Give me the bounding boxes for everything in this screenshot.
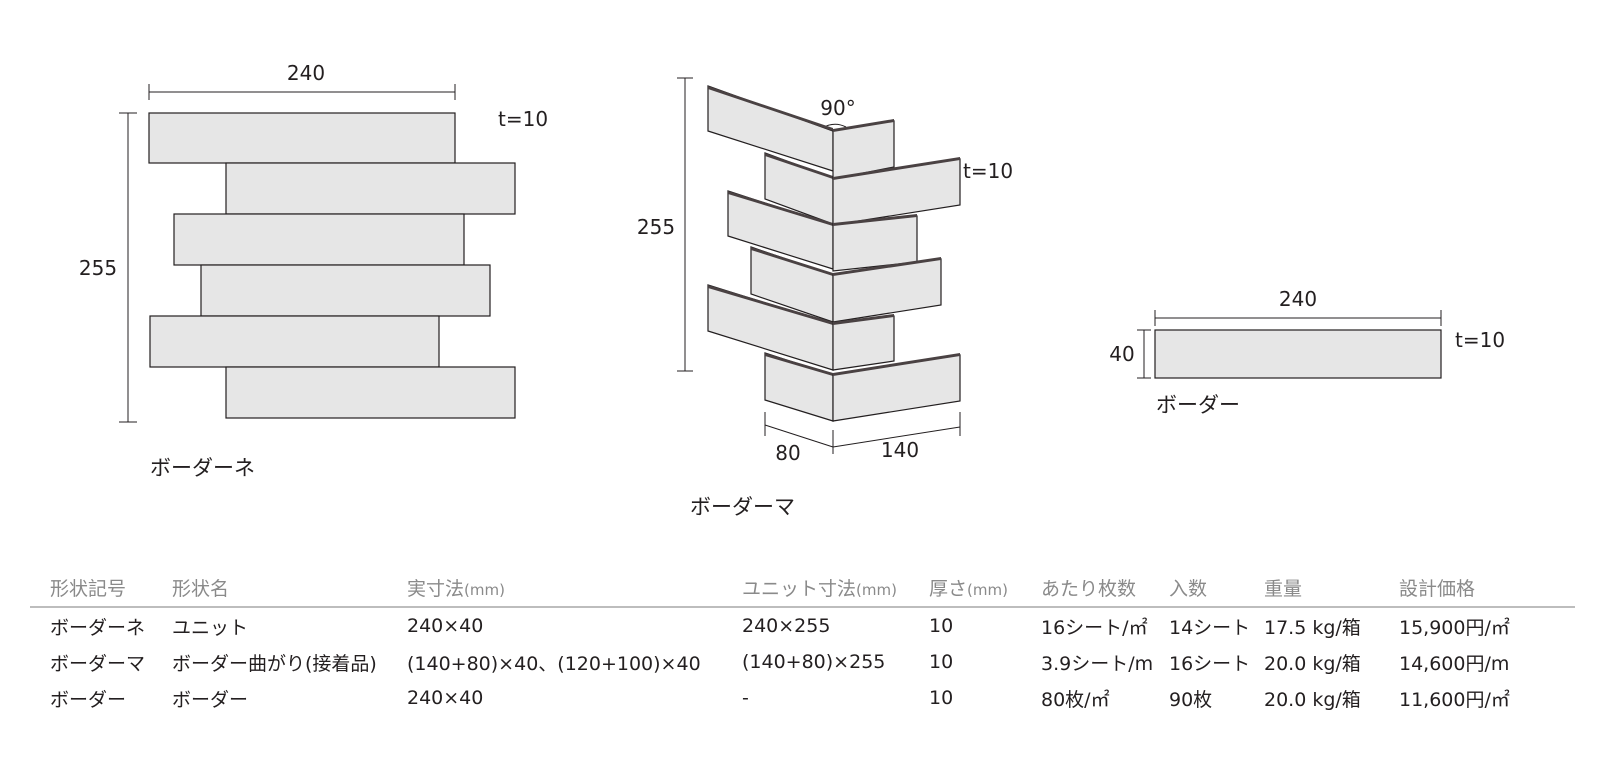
right-dimension-label: 140 — [881, 438, 919, 462]
figure-caption: ボーダーマ — [690, 495, 795, 519]
depth-dimension-line — [764, 424, 834, 448]
table-cell: ボーダー — [172, 688, 249, 711]
figure-caption: ボーダー — [1156, 393, 1240, 417]
header-shape-name: 形状名 — [172, 568, 407, 608]
table-row: ボーダー ボーダー 240×40 - 10 80枚/㎡ 90枚 20.0 kg/… — [30, 680, 1575, 716]
header-price: 設計価格 — [1399, 568, 1575, 608]
table-cell: 14シート — [1169, 616, 1251, 639]
table-cell: 240×40 — [407, 615, 484, 637]
table-cell: 16シート/㎡ — [1041, 616, 1148, 639]
table-cell: (140+80)×255 — [742, 651, 886, 673]
table-cell: 17.5 kg/箱 — [1264, 616, 1361, 639]
table-cell: 16シート — [1169, 652, 1251, 675]
angle-label: 90° — [820, 96, 855, 120]
table-cell: 20.0 kg/箱 — [1264, 688, 1361, 711]
figure-caption: ボーダーネ — [150, 456, 255, 480]
table-cell: 14,600円/m — [1399, 652, 1510, 675]
tile — [148, 112, 456, 164]
header-unit-size: ユニット寸法(mm) — [742, 568, 929, 608]
header-shape-code: 形状記号 — [30, 568, 172, 608]
figure-border: 240 40 t=10 ボーダー — [1109, 287, 1505, 417]
tile — [1154, 329, 1442, 379]
technical-drawings: 240 255 t=10 ボーダーネ 255 90° t=10 — [79, 61, 1505, 519]
table-cell: ボーダーマ — [50, 652, 146, 675]
figure-border-neko: 240 255 t=10 ボーダーネ — [79, 61, 548, 480]
table-cell: 3.9シート/m — [1041, 652, 1154, 675]
tile — [225, 162, 516, 215]
header-count-per-area: あたり枚数 — [1041, 568, 1169, 608]
table-cell: 10 — [929, 615, 954, 637]
table-cell: ボーダー曲がり(接着品) — [172, 652, 377, 675]
table-cell: 15,900円/㎡ — [1399, 616, 1510, 639]
tile — [200, 264, 491, 317]
table-cell: 10 — [929, 651, 954, 673]
table-row: ボーダーマ ボーダー曲がり(接着品) (140+80)×40、(120+100)… — [30, 644, 1575, 680]
right-face — [832, 315, 895, 371]
header-weight: 重量 — [1264, 568, 1399, 608]
table-row: ボーダーネ ユニット 240×40 240×255 10 16シート/㎡ 14シ… — [30, 607, 1575, 644]
table-cell: 10 — [929, 687, 954, 709]
table-cell: 240×255 — [742, 615, 831, 637]
tile — [225, 366, 516, 419]
table-cell: (140+80)×40、(120+100)×40 — [407, 652, 701, 675]
table-cell: ボーダーネ — [50, 616, 146, 639]
width-label: 240 — [1279, 287, 1317, 311]
table-cell: 80枚/㎡ — [1041, 688, 1110, 711]
table-cell: - — [742, 687, 749, 709]
table-cell: 90枚 — [1169, 688, 1213, 711]
header-thickness: 厚さ(mm) — [929, 568, 1041, 608]
left-dimension-label: 80 — [775, 441, 800, 465]
table-cell: 11,600円/㎡ — [1399, 688, 1510, 711]
height-label: 255 — [79, 256, 117, 280]
height-label: 255 — [637, 215, 675, 239]
tile — [149, 315, 440, 368]
table-cell: 20.0 kg/箱 — [1264, 652, 1361, 675]
thickness-label: t=10 — [498, 107, 548, 131]
figure-border-corner: 255 90° t=10 80 — [637, 77, 1013, 519]
spec-table: 形状記号 形状名 実寸法(mm) ユニット寸法(mm) 厚さ(mm) あたり枚数… — [30, 568, 1575, 716]
table-cell: 240×40 — [407, 687, 484, 709]
width-label: 240 — [287, 61, 325, 85]
thickness-label: t=10 — [963, 159, 1013, 183]
table-cell: ユニット — [172, 616, 249, 639]
table-header-row: 形状記号 形状名 実寸法(mm) ユニット寸法(mm) 厚さ(mm) あたり枚数… — [30, 568, 1575, 608]
tile — [173, 213, 465, 266]
table-cell: ボーダー — [50, 688, 127, 711]
header-quantity: 入数 — [1169, 568, 1264, 608]
width-dimension-line — [832, 426, 961, 448]
thickness-label: t=10 — [1455, 328, 1505, 352]
height-label: 40 — [1109, 342, 1134, 366]
header-actual-size: 実寸法(mm) — [407, 568, 742, 608]
